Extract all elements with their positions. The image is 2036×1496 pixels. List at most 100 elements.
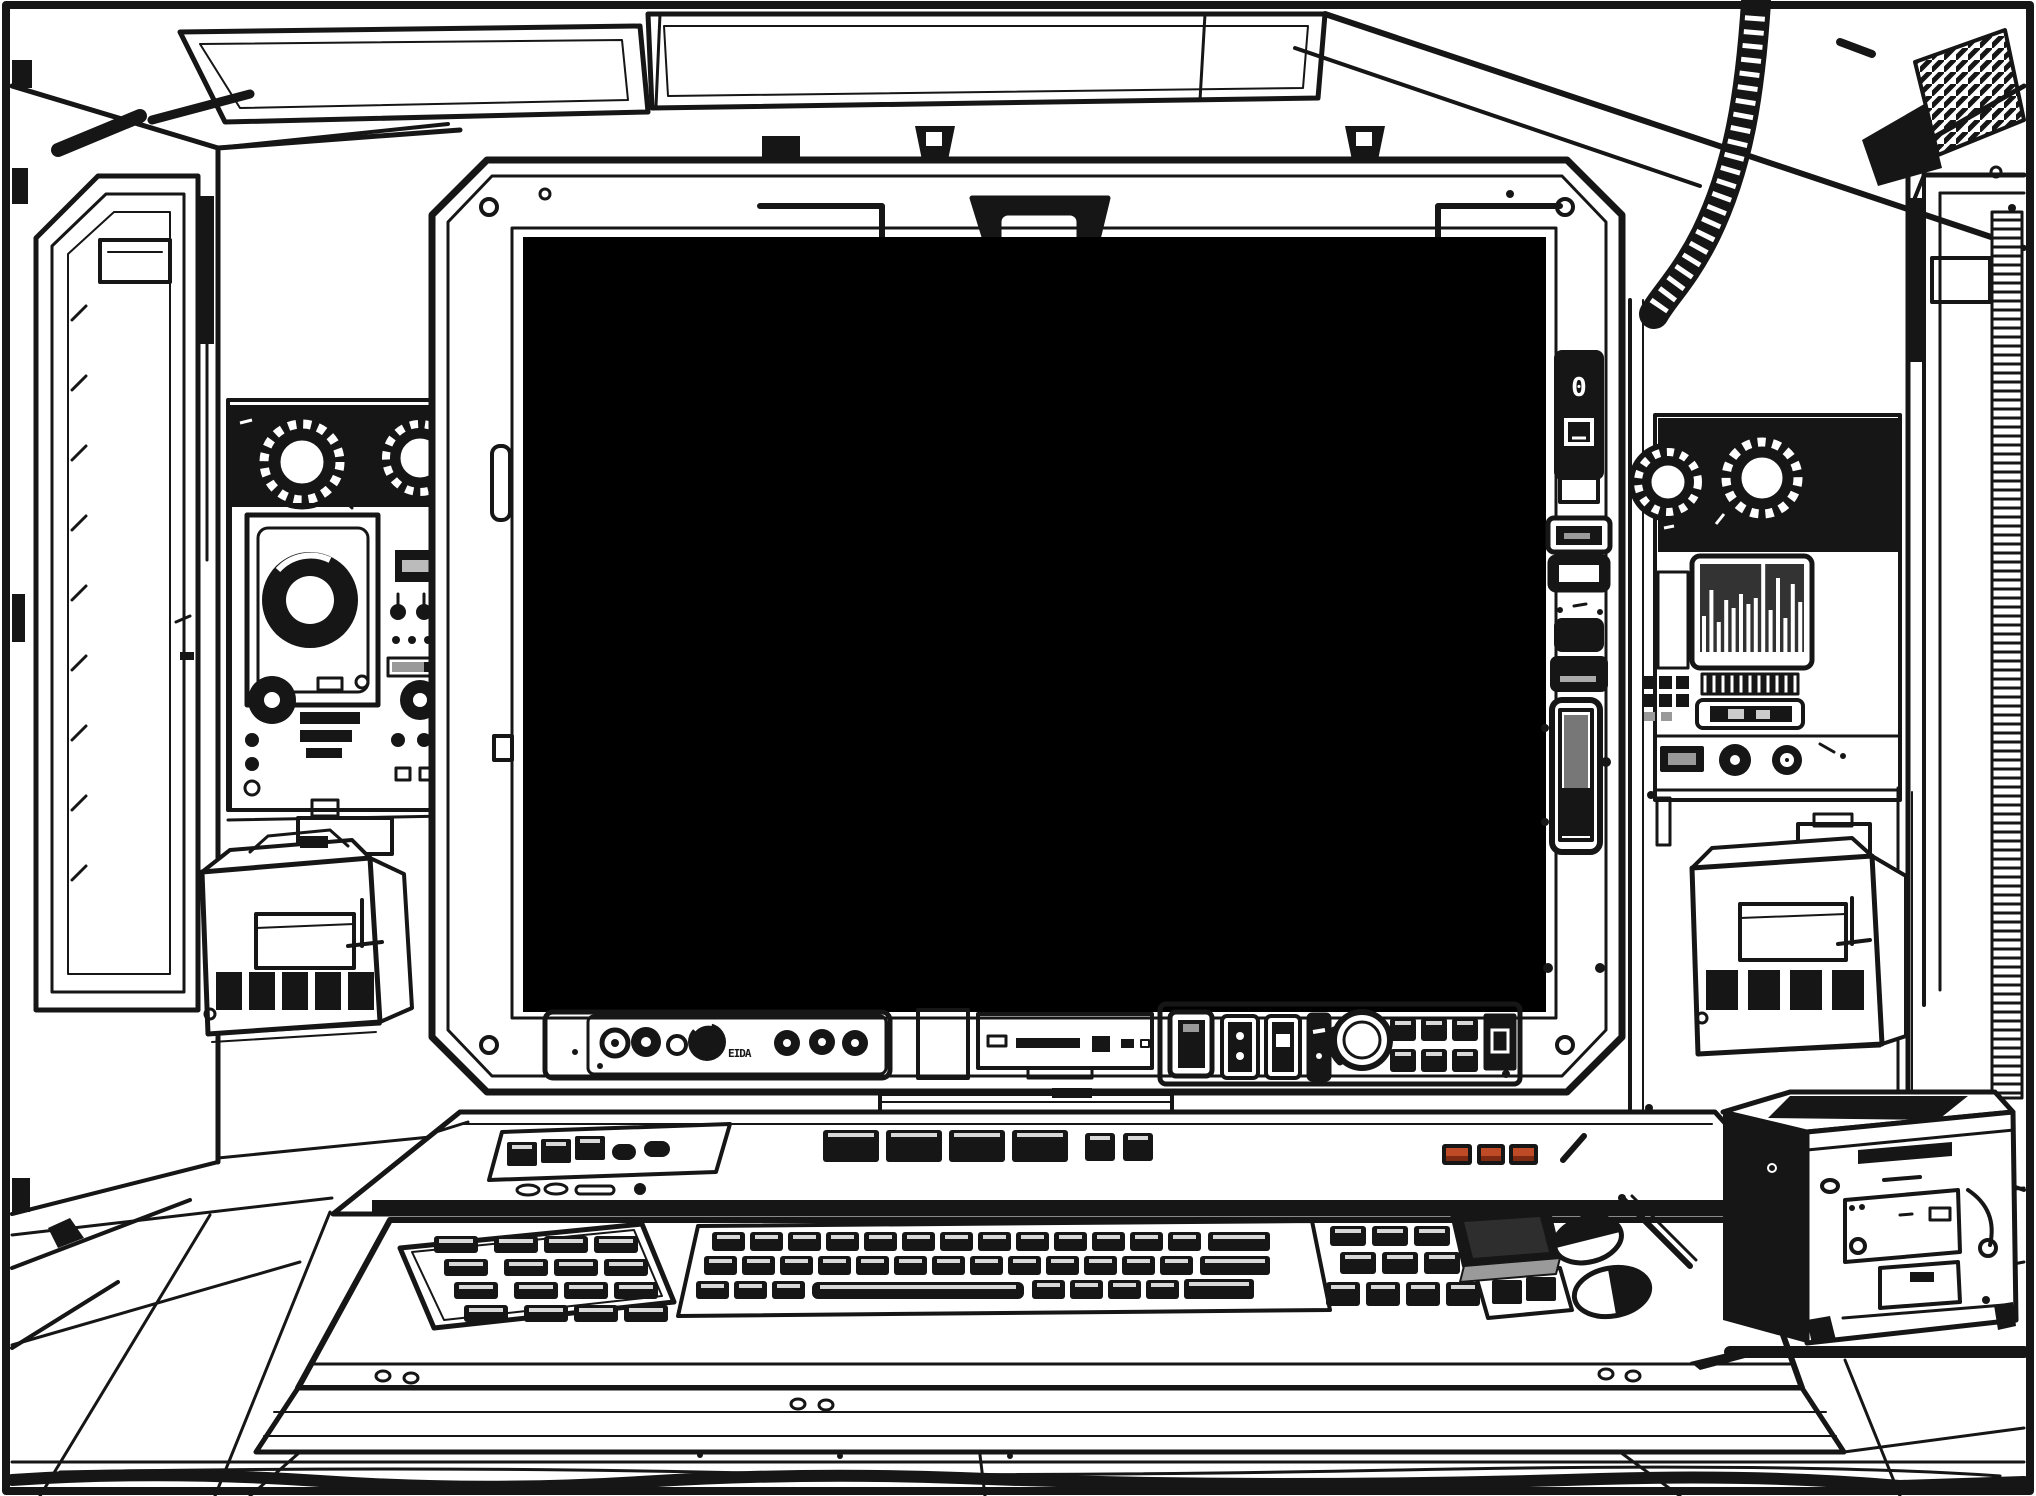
printer-front xyxy=(1804,1109,2019,1346)
strip-switch[interactable] xyxy=(1306,1012,1332,1082)
keypad-key[interactable] xyxy=(444,1259,488,1276)
function-key[interactable] xyxy=(1012,1130,1068,1162)
mouse[interactable] xyxy=(1550,1210,1627,1269)
keyboard-key[interactable] xyxy=(788,1232,821,1251)
keypad-key[interactable] xyxy=(624,1305,668,1322)
keypad-key[interactable] xyxy=(504,1259,548,1276)
keyboard-key-highlight xyxy=(1059,1235,1082,1239)
keyboard-key[interactable] xyxy=(864,1232,897,1251)
keyboard-key[interactable] xyxy=(1084,1256,1117,1275)
printer-output-slot[interactable] xyxy=(1858,1142,1952,1164)
keyboard-key[interactable] xyxy=(1160,1256,1193,1275)
keyboard-key[interactable] xyxy=(734,1281,767,1299)
function-key-highlight xyxy=(954,1133,1000,1137)
keyboard-key-highlight xyxy=(983,1235,1006,1239)
keypad-key-highlight xyxy=(549,1239,583,1243)
right-wall-knob-1[interactable] xyxy=(1628,442,1708,522)
right-panel-button-grid[interactable] xyxy=(1642,676,1689,721)
keyboard-key[interactable] xyxy=(712,1232,745,1251)
mouse-2[interactable] xyxy=(1570,1262,1653,1322)
disk-slot-panel[interactable] xyxy=(976,1012,1154,1080)
left-bezel-button[interactable] xyxy=(490,444,512,522)
left-speaker-box xyxy=(244,512,381,708)
right-keypad-key-highlight xyxy=(1451,1285,1475,1289)
keyboard-key[interactable] xyxy=(902,1232,935,1251)
keyboard-key[interactable] xyxy=(894,1256,927,1275)
bezel-slider[interactable] xyxy=(1549,697,1603,855)
keyboard-key-wide[interactable] xyxy=(1208,1232,1270,1251)
keyboard-key[interactable] xyxy=(742,1256,775,1275)
keyboard-key[interactable] xyxy=(932,1256,965,1275)
function-key[interactable] xyxy=(949,1130,1005,1162)
keypad-key[interactable] xyxy=(564,1282,608,1299)
keypad-key[interactable] xyxy=(464,1305,508,1322)
keypad-key[interactable] xyxy=(514,1282,558,1299)
keyboard-key[interactable] xyxy=(1008,1256,1041,1275)
right-doorway xyxy=(1905,149,2027,1192)
keypad-key[interactable] xyxy=(614,1282,658,1299)
keypad-key[interactable] xyxy=(544,1236,588,1253)
keyboard-key[interactable] xyxy=(780,1256,813,1275)
keyboard-key[interactable] xyxy=(970,1256,1003,1275)
monitor-screen[interactable] xyxy=(523,237,1546,1012)
left-bezel-switch[interactable] xyxy=(492,734,514,762)
keypad-key-highlight xyxy=(449,1262,483,1266)
keyboard-key[interactable] xyxy=(1070,1280,1103,1299)
keypad-key[interactable] xyxy=(554,1259,598,1276)
keyboard-key[interactable] xyxy=(856,1256,889,1275)
keyboard-key[interactable] xyxy=(1146,1280,1179,1299)
keyboard-key[interactable] xyxy=(772,1281,805,1299)
strip-button[interactable] xyxy=(599,1027,631,1059)
strip-big-button[interactable] xyxy=(1483,1013,1517,1071)
spacebar[interactable] xyxy=(812,1282,1024,1299)
right-bezel-controls: 0 xyxy=(1541,350,1613,973)
keyboard-key[interactable] xyxy=(1046,1256,1079,1275)
keypad-key[interactable] xyxy=(454,1282,498,1299)
printer-drawer[interactable] xyxy=(1878,1260,1962,1310)
keyboard-key-highlight xyxy=(793,1235,816,1239)
keyboard-key[interactable] xyxy=(978,1232,1011,1251)
stylus[interactable] xyxy=(1618,1194,1698,1269)
strip-button[interactable] xyxy=(666,1034,688,1056)
keypad-key[interactable] xyxy=(494,1236,538,1253)
printer-side xyxy=(1723,1112,1807,1343)
keyboard-key[interactable] xyxy=(704,1256,737,1275)
keyboard-key[interactable] xyxy=(750,1232,783,1251)
keyboard-key[interactable] xyxy=(818,1256,851,1275)
touch-panel[interactable] xyxy=(1450,1206,1562,1283)
keyboard-key[interactable] xyxy=(940,1232,973,1251)
keypad-key[interactable] xyxy=(594,1236,638,1253)
function-key[interactable] xyxy=(823,1130,879,1162)
printer-control-panel[interactable] xyxy=(1843,1188,1962,1264)
cluster-key[interactable] xyxy=(1492,1280,1522,1304)
right-wall-slider[interactable] xyxy=(1655,796,1672,847)
keyboard-key[interactable] xyxy=(1016,1232,1049,1251)
keyboard-key[interactable] xyxy=(1168,1232,1201,1251)
keyboard-key[interactable] xyxy=(1108,1280,1141,1299)
keyboard-key[interactable] xyxy=(1032,1280,1065,1299)
keypad-key[interactable] xyxy=(604,1259,648,1276)
deck-left-keys[interactable] xyxy=(507,1136,670,1166)
keyboard-key[interactable] xyxy=(1122,1256,1155,1275)
keyboard-key[interactable] xyxy=(696,1281,729,1299)
function-key[interactable] xyxy=(886,1130,942,1162)
keyboard-key[interactable] xyxy=(1092,1232,1125,1251)
bezel-button[interactable] xyxy=(1554,618,1604,652)
cluster-key[interactable] xyxy=(1526,1277,1556,1301)
keypad-key[interactable] xyxy=(524,1305,568,1322)
keyboard-key[interactable] xyxy=(826,1232,859,1251)
strip-dial[interactable] xyxy=(1327,1009,1393,1071)
keypad-key[interactable] xyxy=(434,1236,478,1253)
keyboard-key[interactable] xyxy=(1054,1232,1087,1251)
keyboard-key-highlight xyxy=(1089,1259,1112,1263)
disk-slot[interactable] xyxy=(1016,1038,1080,1048)
left-wall-knob-1[interactable] xyxy=(254,414,354,510)
left-panel-toggles[interactable] xyxy=(390,592,432,620)
tape-deck-slot[interactable] xyxy=(1695,698,1805,730)
keypad-key[interactable] xyxy=(574,1305,618,1322)
strip-knob[interactable] xyxy=(688,1023,726,1061)
bezel-port-3[interactable] xyxy=(1550,656,1608,692)
right-wall-knob-2[interactable] xyxy=(1714,432,1808,525)
keyboard-key-wide[interactable] xyxy=(1200,1256,1270,1275)
keyboard-key[interactable] xyxy=(1130,1232,1163,1251)
